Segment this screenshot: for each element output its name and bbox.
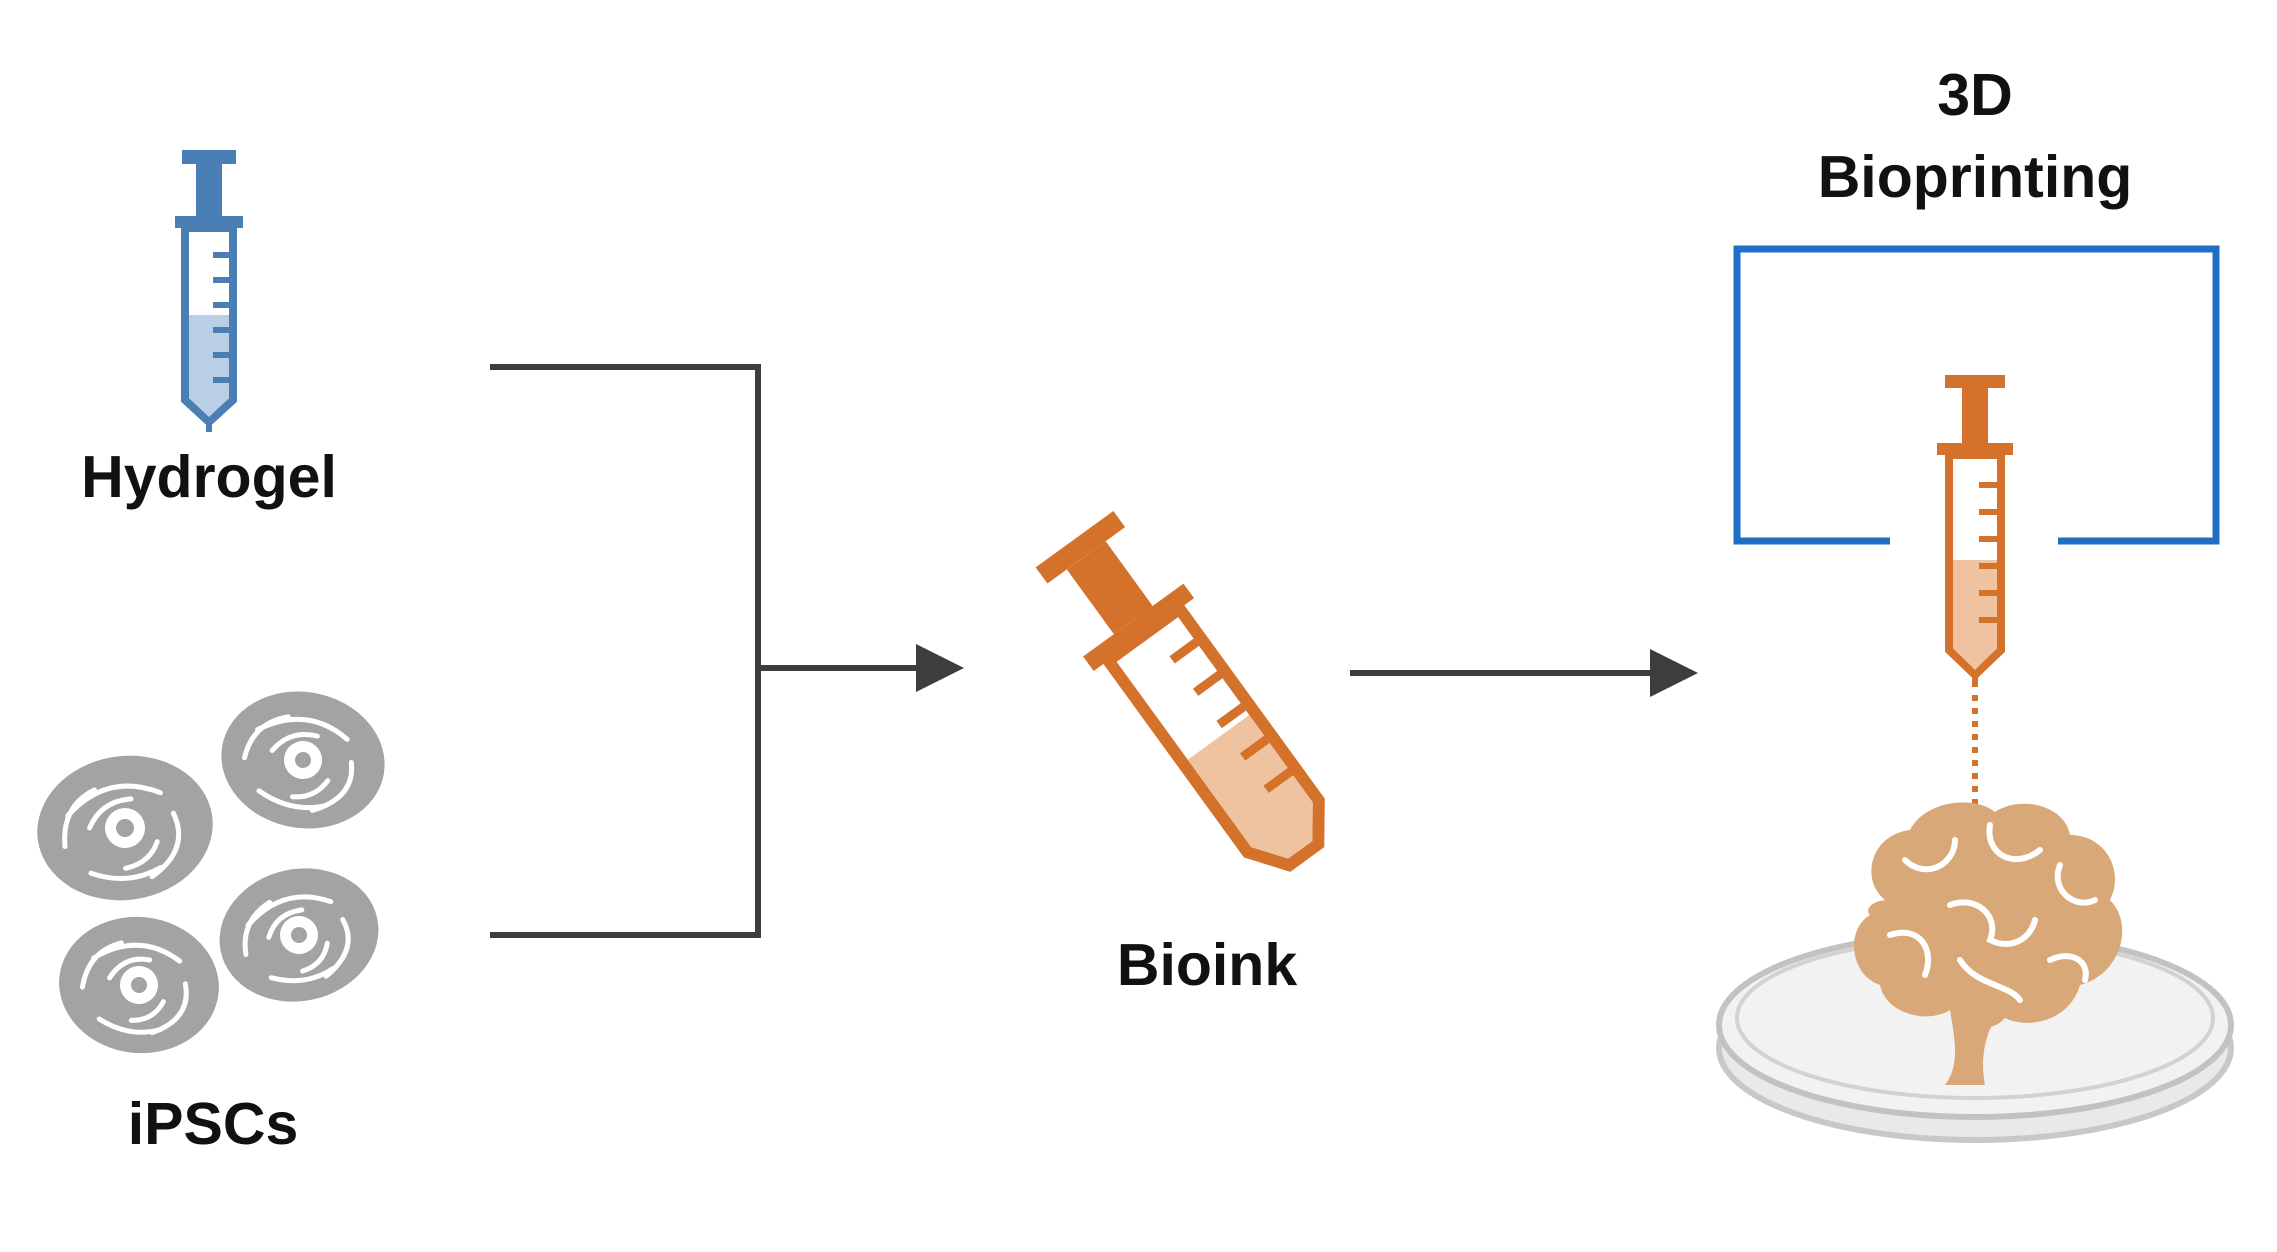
ipsc-cells-icon [37,691,385,1054]
ipscs-label: iPSCs [128,1091,299,1157]
bioprinting-title-line2: Bioprinting [1818,144,2133,210]
brain-icon [1853,802,2123,1085]
bioprinting-title-line1: 3D [1937,62,2012,128]
bioink-syringe-icon [1035,510,1325,872]
merge-bracket [490,364,761,938]
printer-syringe-icon [1937,375,2013,687]
hydrogel-syringe-icon [175,150,243,432]
bioink-label: Bioink [1117,932,1297,998]
hydrogel-label: Hydrogel [81,444,337,510]
cell-icon [221,691,385,829]
cell-icon [37,755,213,901]
printer-frame-icon [1733,245,2220,545]
cell-icon [219,868,379,1002]
cell-icon [59,916,219,1054]
